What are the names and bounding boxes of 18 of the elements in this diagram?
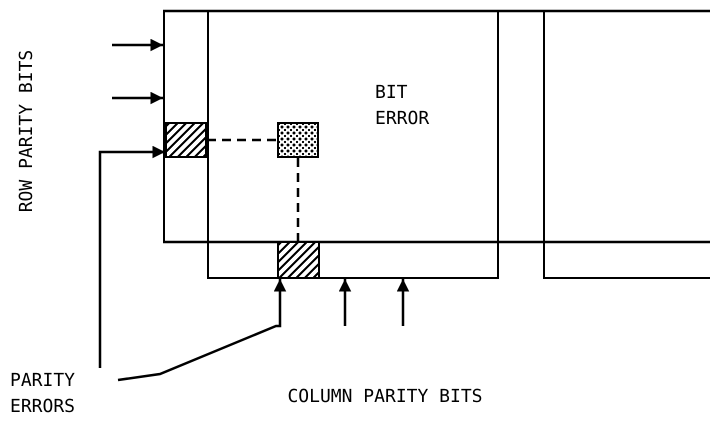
dashed-line	[207, 138, 277, 142]
parity-error-cell	[165, 122, 207, 158]
arrow	[112, 92, 163, 104]
dashed-line	[296, 158, 300, 241]
column-parity-strip	[207, 241, 499, 279]
row-parity-strip	[163, 10, 209, 243]
arrow	[98, 146, 165, 368]
axis-caption: COLUMN PARITY BITS	[286, 385, 484, 409]
arrow	[396, 279, 410, 326]
bit-error-cell	[277, 122, 319, 158]
arrow	[338, 279, 352, 326]
arrow	[118, 279, 286, 382]
parity-error-cell	[277, 241, 320, 279]
cell-caption: BIT ERROR	[375, 81, 430, 131]
axis-caption: ROW PARITY BITS	[15, 48, 38, 214]
arrow	[112, 38, 163, 52]
data-block	[543, 10, 710, 279]
callout-text: PARITY ERRORS	[10, 368, 118, 420]
